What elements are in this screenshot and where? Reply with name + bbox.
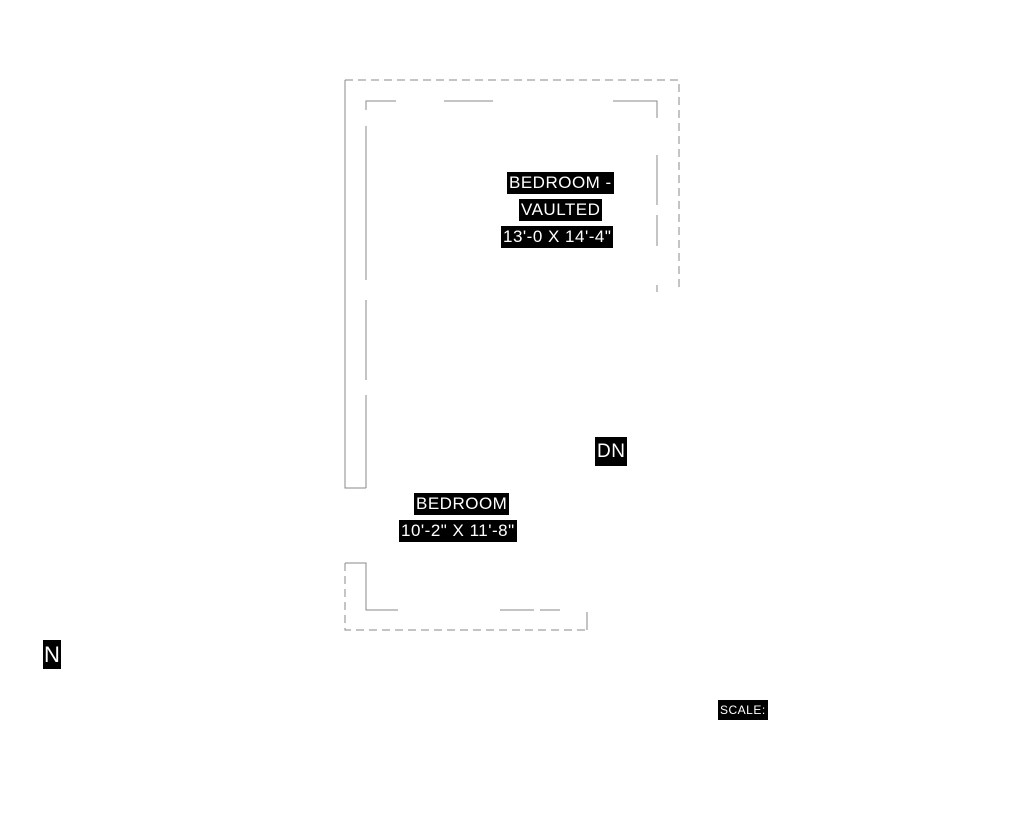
room-name-vaulted: BEDROOM -	[507, 172, 614, 194]
room-size-bedroom: 10'-2" X 11'-8"	[399, 520, 517, 542]
inner-wall-corner-right	[613, 100, 658, 118]
room-name-vaulted-2: VAULTED	[519, 199, 603, 221]
north-arrow-label: N	[43, 640, 62, 669]
scale-label: SCALE:	[718, 700, 768, 720]
room-size-vaulted: 13'-0 X 14'-4"	[501, 226, 614, 248]
outer-wall-left	[344, 80, 366, 489]
room-name-bedroom: BEDROOM	[414, 493, 510, 515]
inner-wall-corner	[365, 100, 396, 110]
outer-wall-upper	[345, 79, 680, 292]
stair-down-label: DN	[595, 437, 628, 466]
